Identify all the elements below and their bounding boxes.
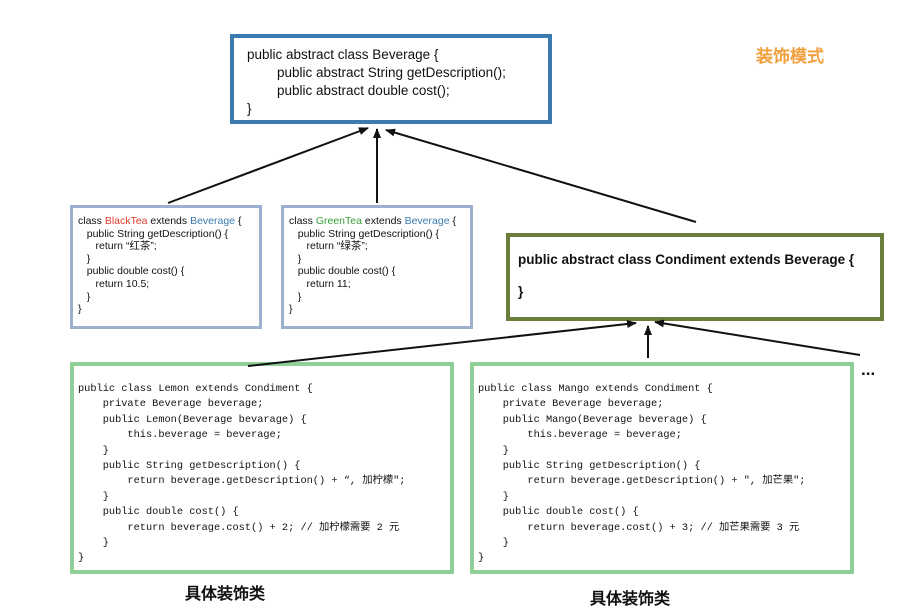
arrow-blacktea-to-beverage bbox=[167, 127, 369, 204]
keyword-text: class bbox=[289, 215, 316, 227]
code-line: } bbox=[478, 444, 509, 457]
more-decorators-ellipsis: ... bbox=[861, 360, 876, 379]
parent-class-name: Beverage bbox=[190, 215, 236, 227]
brace-text: { bbox=[449, 215, 456, 227]
code-line: } bbox=[78, 537, 109, 550]
keyword-text: extends bbox=[361, 215, 405, 227]
code-line: public String getDescription() { bbox=[478, 460, 701, 473]
code-line: return “红茶”; bbox=[78, 240, 157, 253]
class-declaration: public abstract class Condiment extends … bbox=[518, 252, 855, 267]
code-line: return beverage.getDescription() + “, 加柠… bbox=[78, 475, 406, 488]
greentea-class-box: class GreenTea extends Beverage { public… bbox=[281, 205, 473, 329]
arrow-lemon-to-condiment bbox=[247, 320, 637, 367]
parent-class-name: Beverage bbox=[404, 215, 450, 227]
code-line: return beverage.cost() + 3; // 加芒果需要 3 元 bbox=[478, 521, 800, 534]
code-line: public class Mango extends Condiment { bbox=[478, 383, 713, 395]
code-line: this.beverage = beverage; bbox=[478, 429, 682, 442]
condiment-class-box: public abstract class Condiment extends … bbox=[506, 233, 884, 321]
keyword-text: extends bbox=[147, 215, 191, 227]
class-name: BlackTea bbox=[104, 215, 148, 227]
beverage-class-box: public abstract class Beverage { public … bbox=[230, 34, 552, 124]
code-line: } bbox=[478, 552, 485, 565]
code-line: } bbox=[78, 290, 91, 303]
lemon-class-box: public class Lemon extends Condiment { p… bbox=[70, 362, 454, 574]
code-line: } bbox=[78, 252, 91, 265]
code-line: public String getDescription() { bbox=[289, 227, 439, 240]
code-line: public double cost() { bbox=[78, 506, 239, 519]
code-line: private Beverage beverage; bbox=[478, 398, 664, 411]
code-line: } bbox=[478, 537, 509, 550]
code-line: public double cost() { bbox=[478, 506, 639, 519]
code-line: return 11; bbox=[289, 277, 351, 290]
code-line: public Lemon(Beverage bevarage) { bbox=[78, 413, 307, 426]
code-line: return beverage.getDescription() + ", 加芒… bbox=[478, 475, 806, 488]
diagram-title: 装饰模式 bbox=[756, 47, 824, 66]
code-line: public Mango(Beverage beverage) { bbox=[478, 413, 707, 426]
code-line: private Beverage beverage; bbox=[78, 398, 264, 411]
class-declaration: class BlackTea extends Beverage { bbox=[78, 215, 259, 228]
code-line: return “绿茶”; bbox=[289, 240, 368, 253]
arrow-condiment-to-beverage bbox=[385, 128, 697, 223]
code-line: public String getDescription() { bbox=[78, 460, 301, 473]
code-line: } bbox=[478, 490, 509, 503]
code-line: } bbox=[78, 444, 109, 457]
concrete-decorator-caption: 具体装饰类 bbox=[185, 586, 266, 603]
code-line: public String getDescription() { bbox=[78, 227, 228, 240]
class-declaration: class GreenTea extends Beverage { bbox=[289, 215, 470, 228]
mango-class-box: public class Mango extends Condiment { p… bbox=[470, 362, 854, 574]
code-line: } bbox=[247, 101, 252, 116]
arrow-more-to-condiment bbox=[654, 319, 861, 356]
code-line: } bbox=[78, 490, 109, 503]
code-line: } bbox=[289, 303, 293, 316]
code-line: public double cost() { bbox=[78, 265, 185, 278]
code-line: } bbox=[289, 252, 302, 265]
code-line: } bbox=[78, 303, 82, 316]
code-line: public abstract class Beverage { bbox=[247, 47, 439, 62]
code-line: public double cost() { bbox=[289, 265, 396, 278]
code-line: } bbox=[78, 552, 85, 565]
code-line: this.beverage = beverage; bbox=[78, 429, 282, 442]
code-line: return beverage.cost() + 2; // 加柠檬需要 2 元 bbox=[78, 521, 400, 534]
code-line: public class Lemon extends Condiment { bbox=[78, 383, 313, 395]
class-name: GreenTea bbox=[315, 215, 362, 227]
code-line: public abstract double cost(); bbox=[247, 83, 450, 98]
concrete-decorator-caption: 具体装饰类 bbox=[590, 591, 671, 608]
code-line: public abstract String getDescription(); bbox=[247, 65, 506, 80]
code-line: return 10.5; bbox=[78, 277, 150, 290]
brace-text: { bbox=[235, 215, 242, 227]
closing-brace: } bbox=[518, 284, 524, 299]
blacktea-class-box: class BlackTea extends Beverage { public… bbox=[70, 205, 262, 329]
code-line: } bbox=[289, 290, 302, 303]
keyword-text: class bbox=[78, 215, 105, 227]
